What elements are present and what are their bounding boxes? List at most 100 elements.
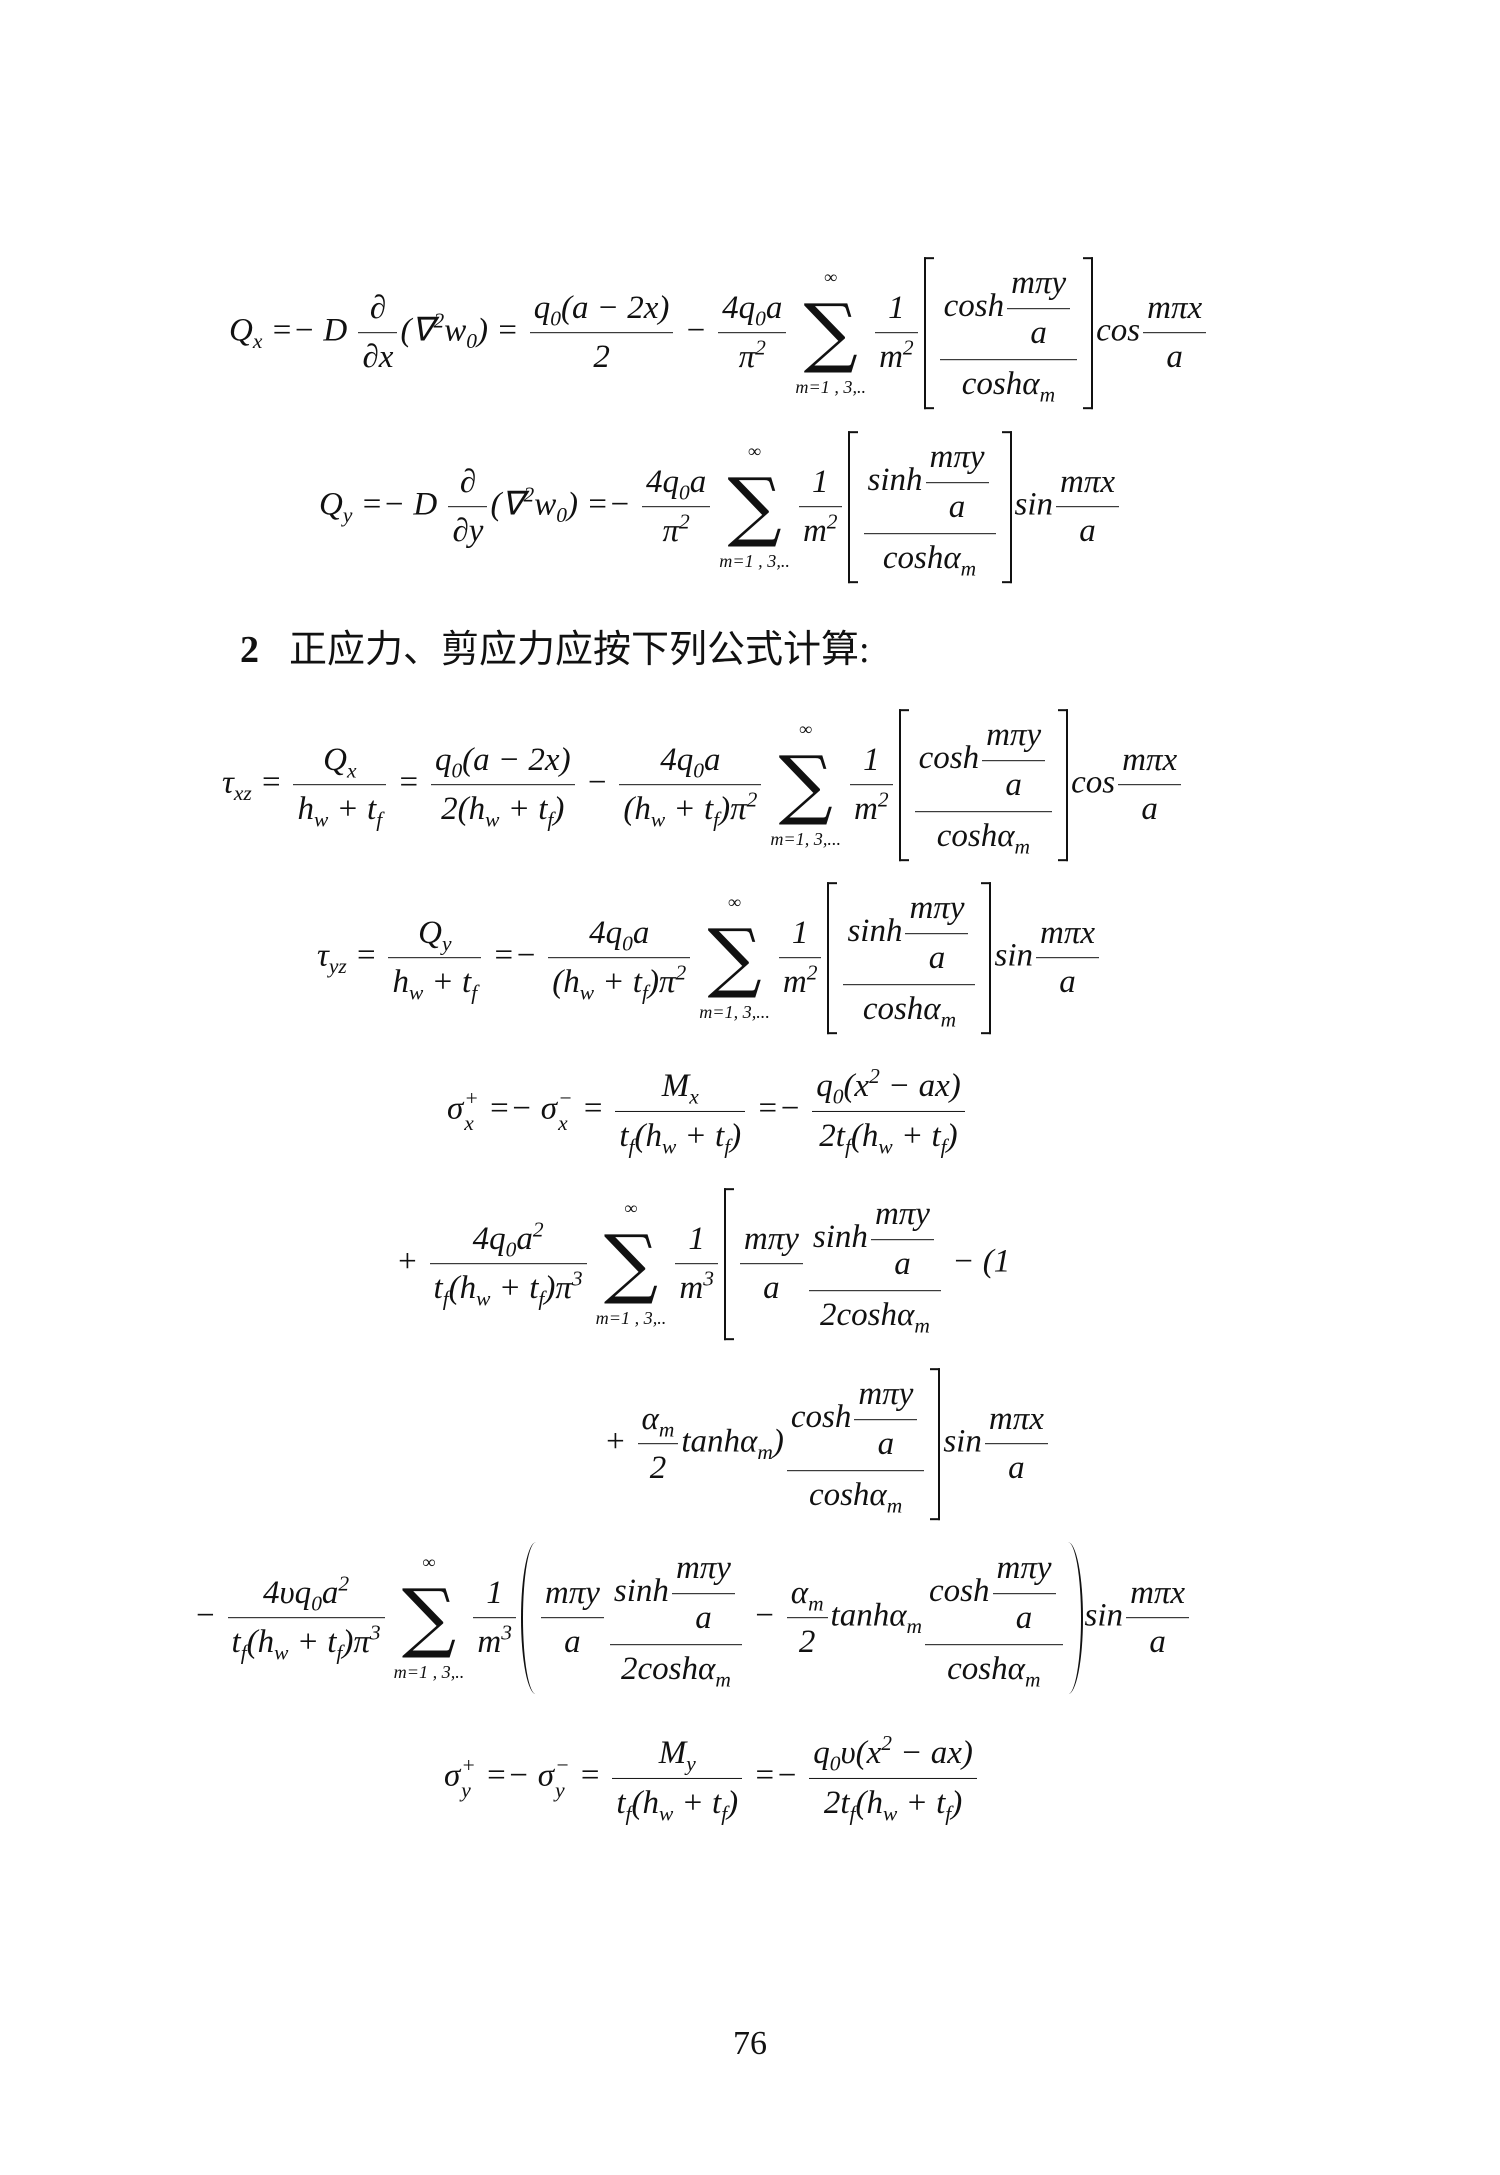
denominator: a: [925, 481, 989, 532]
math-text: (h: [246, 1624, 275, 1661]
math-text: ): [730, 1117, 742, 1154]
right-bracket-icon: [930, 1368, 941, 1520]
math-text: ): [951, 1784, 963, 1821]
denominator: hw + tf: [388, 957, 482, 1008]
numerator: mπx: [985, 1395, 1048, 1444]
math-text: =−: [748, 1090, 810, 1127]
math-text: mπy: [858, 1376, 914, 1413]
math-text: −: [676, 312, 716, 349]
math-text: 4q: [589, 914, 623, 951]
math-text: a: [894, 1245, 911, 1282]
denominator: a: [982, 759, 1046, 810]
math-text: cosh: [943, 287, 1005, 324]
math-text: + t: [490, 1270, 539, 1307]
math-text: + t: [594, 964, 642, 1001]
subscript: 0: [622, 931, 633, 956]
math-text: mπy: [743, 1220, 799, 1257]
math-text: a: [564, 1624, 581, 1661]
math-text: σ: [444, 1757, 461, 1794]
math-text: =: [389, 764, 428, 801]
denominator: a: [870, 1238, 934, 1289]
math-text: ): [553, 791, 565, 828]
left-bracket-icon: [723, 1188, 734, 1340]
subscript: f: [625, 1801, 632, 1825]
superscript: 2: [338, 1571, 350, 1596]
math-text: + t: [288, 1624, 337, 1661]
sup-sub: +x: [464, 1086, 478, 1135]
math-text: a: [1059, 964, 1076, 1001]
math-text: a: [765, 289, 783, 326]
numerator: mπy: [541, 1569, 604, 1618]
math-text: t: [616, 1784, 626, 1821]
math-text: w: [444, 312, 467, 349]
sigma-icon: ∑: [707, 913, 762, 1002]
numerator: mπx: [1056, 458, 1119, 507]
math-text: 2: [593, 339, 610, 376]
superscript: 3: [501, 1620, 512, 1645]
subscript: w: [658, 1801, 674, 1825]
superscript: 2: [532, 1217, 544, 1242]
math-text: − ax): [891, 1734, 973, 1771]
numerator: mπy: [993, 1544, 1056, 1593]
math-text: sin: [994, 937, 1033, 974]
numerator: mπy: [982, 711, 1045, 760]
math-text: )π: [342, 1624, 370, 1661]
numerator: 1: [850, 736, 893, 785]
numerator: q0(a − 2x): [530, 284, 674, 333]
math-text: sinh: [812, 1218, 868, 1255]
math-text: α: [790, 1574, 809, 1611]
math-text: π: [738, 339, 756, 376]
math-text: m: [782, 964, 807, 1001]
math-text: a: [689, 463, 707, 500]
math-text: =− D: [262, 312, 356, 349]
left-bracket-icon: [827, 882, 838, 1034]
numerator: 4q0a: [548, 909, 690, 958]
numerator: 1: [779, 909, 822, 958]
superscript: −: [558, 1086, 573, 1111]
numerator: mπy: [672, 1544, 735, 1593]
summation: ∞∑m=1, 3,...: [699, 891, 770, 1025]
denominator: coshαm: [786, 1470, 925, 1520]
subscript: y: [441, 931, 452, 956]
superscript: 2: [523, 482, 535, 507]
denominator: a: [992, 1592, 1056, 1643]
sigma-icon: ∑: [727, 462, 782, 551]
math-text: + t: [665, 791, 714, 828]
subscript: f: [945, 1801, 952, 1825]
numerator: 4υq0a2: [228, 1569, 385, 1618]
subscript: 0: [451, 758, 463, 783]
numerator: q0(a − 2x): [431, 736, 575, 785]
summation: ∞∑m=1 , 3,..: [795, 266, 866, 400]
subscript: m: [960, 556, 977, 581]
subscript: 0: [832, 1084, 844, 1109]
math-text: (∇: [490, 486, 524, 523]
subscript: yz: [328, 954, 347, 979]
math-text: )π: [544, 1270, 572, 1307]
superscript: 2: [877, 787, 889, 812]
fraction: q0(x2 − ax)2tf(hw + tf): [812, 1062, 965, 1160]
numerator: 4q0a: [718, 284, 786, 333]
math-text: 1: [791, 914, 809, 951]
math-text: 1: [863, 741, 880, 778]
math-text: (h: [623, 791, 651, 828]
denominator: tf(hw + tf)π3: [429, 1263, 587, 1314]
math-text: a: [632, 914, 650, 951]
math-text: )π: [647, 964, 676, 1001]
math-text: t: [231, 1624, 241, 1661]
subscript: 0: [829, 1751, 841, 1776]
numerator: 4q0a: [619, 736, 761, 785]
